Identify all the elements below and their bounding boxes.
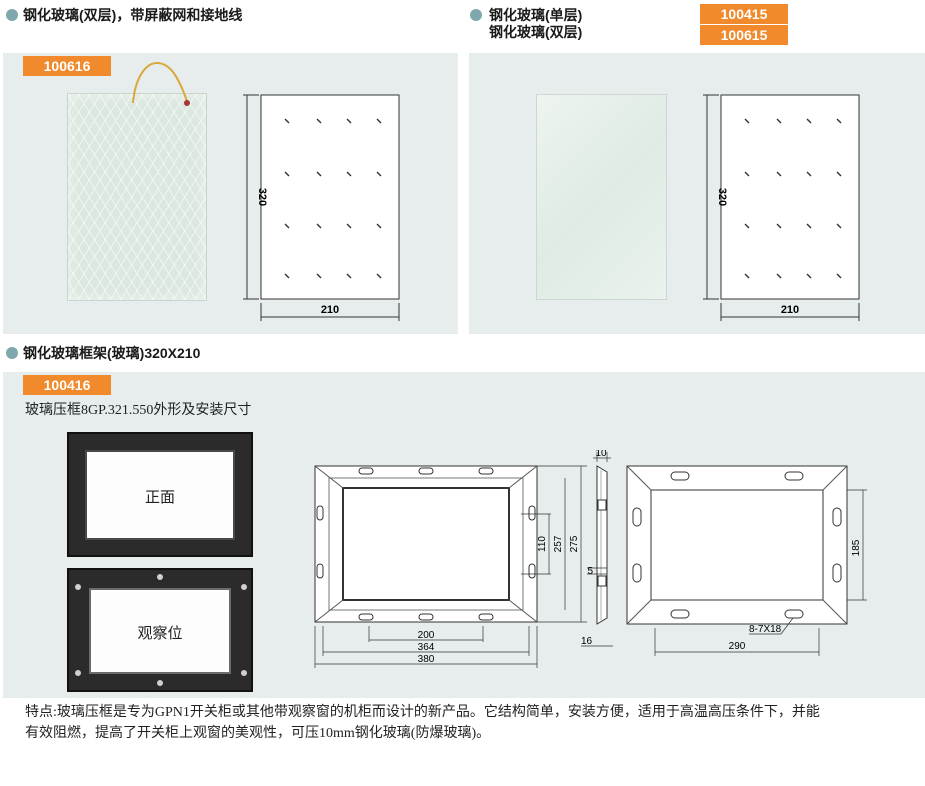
dimension-label: 200: [418, 630, 435, 641]
bullet-icon: [6, 347, 18, 359]
bullet-icon: [6, 9, 18, 21]
section-title-single-glass: 钢化玻璃(单层): [489, 7, 583, 23]
section-title-glass-frame: 钢化玻璃框架(玻璃)320X210: [23, 345, 201, 361]
frame-front-view-drawing: 110 257 275 200 364 380: [314, 465, 587, 668]
mounting-hole-icon: [241, 670, 247, 676]
dimension-label: 275: [569, 535, 580, 552]
dimension-label: 5: [587, 566, 593, 577]
dimension-label: 8-7X18: [749, 624, 782, 635]
frame-front-label: 正面: [144, 489, 175, 506]
frame-back-view-drawing: 185 290 8-7X18: [626, 465, 867, 656]
mounting-hole-icon: [75, 670, 81, 676]
dimension-label: 257: [553, 535, 564, 552]
panel-plain-glass: 320 210: [469, 53, 925, 334]
shielded-glass-photo: [67, 93, 207, 301]
dimension-label: 320: [716, 188, 728, 206]
frame-window: [85, 450, 235, 540]
dimension-label: 16: [581, 636, 593, 647]
bullet-icon: [470, 9, 482, 21]
mounting-hole-icon: [241, 584, 247, 590]
mounting-hole-icon: [75, 584, 81, 590]
product-code-badge: 100416: [23, 375, 111, 395]
plain-glass-photo: [536, 94, 667, 300]
dimension-label: 10: [595, 450, 607, 459]
glass-dimension-drawing: 320 210: [703, 94, 860, 321]
product-code-badge: 100415: [700, 4, 788, 24]
dimension-label: 210: [781, 304, 799, 316]
mounting-hole-icon: [157, 574, 163, 580]
section-title-shielded-glass: 钢化玻璃(双层)，带屏蔽网和接地线: [23, 7, 243, 23]
panel-glass-frame: 100416 玻璃压框8GP.321.550外形及安装尺寸 正面 观察位: [3, 372, 925, 741]
frame-window: [89, 588, 231, 674]
dimension-label: 364: [418, 642, 435, 653]
panel-shielded-glass: 100616 320 210: [3, 53, 458, 334]
ground-wire-icon: [132, 61, 190, 106]
feature-description: 特点:玻璃压框是专为GPN1开关柜或其他带观察窗的机柜而设计的新产品。它结构简单…: [25, 702, 915, 744]
dimension-label: 290: [729, 641, 746, 652]
drawing-subtitle: 玻璃压框8GP.321.550外形及安装尺寸: [25, 403, 252, 418]
section-title-double-glass: 钢化玻璃(双层): [489, 24, 583, 40]
dimension-label: 210: [321, 304, 339, 316]
dimension-label: 110: [537, 536, 548, 552]
mounting-hole-icon: [157, 680, 163, 686]
frame-viewing-label: 观察位: [137, 625, 183, 642]
dimension-label: 320: [256, 188, 268, 206]
frame-front-photo: 正面: [67, 432, 253, 557]
feature-line: 特点:玻璃压框是专为GPN1开关柜或其他带观察窗的机柜而设计的新产品。它结构简单…: [25, 705, 820, 720]
dimension-label: 185: [851, 539, 862, 556]
frame-viewing-photo: 观察位: [67, 568, 253, 692]
product-code-badge: 100615: [700, 25, 788, 45]
glass-dimension-drawing: 320 210: [243, 94, 400, 321]
feature-line: 有效阻燃，提高了开关柜上观窗的美观性，可压10mm钢化玻璃(防爆玻璃)。: [25, 726, 491, 741]
dimension-label: 380: [418, 654, 435, 665]
frame-side-view-drawing: 10 5 16: [581, 450, 613, 647]
product-code-badge: 100616: [23, 56, 111, 76]
